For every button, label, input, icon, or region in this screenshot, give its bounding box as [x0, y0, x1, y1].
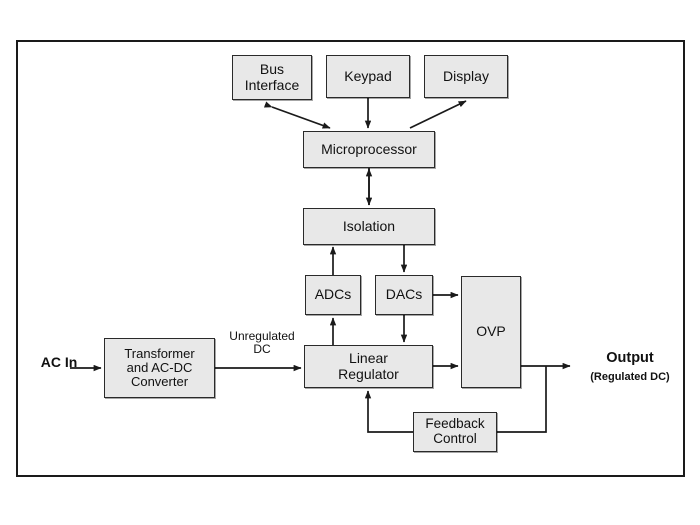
block-adcs[interactable]: ADCs	[305, 275, 361, 315]
block-display-label: Display	[443, 67, 489, 84]
block-linear-regulator-line1: Linear	[349, 350, 388, 367]
block-isolation-label: Isolation	[342, 217, 396, 234]
block-transformer-line1: Transformer	[124, 345, 195, 361]
label-output: Output	[606, 350, 654, 366]
block-isolation[interactable]: Isolation	[303, 208, 435, 245]
block-transformer-line2: and AC-DC	[126, 359, 193, 375]
label-ac-in: AC In	[40, 354, 78, 370]
wire-feedback-to-regulator	[364, 390, 413, 433]
block-transformer-converter[interactable]: Transformer and AC-DC Converter	[104, 338, 215, 398]
label-unregulated-dc-line1: Unregulated	[229, 329, 295, 343]
label-unregulated-dc-line2: DC	[253, 342, 271, 357]
wire-micro-to-display	[409, 100, 467, 129]
block-ovp-label: OVP	[476, 323, 506, 340]
block-linear-regulator-line2: Regulator	[338, 365, 399, 382]
block-microprocessor[interactable]: Microprocessor	[303, 131, 435, 168]
diagram-frame	[16, 40, 685, 477]
block-linear-regulator[interactable]: Linear Regulator	[304, 345, 433, 388]
block-display[interactable]: Display	[424, 55, 508, 98]
label-unregulated-dc: Unregulated DC	[218, 329, 306, 357]
block-feedback-line2: Control	[433, 431, 477, 446]
block-dacs[interactable]: DACs	[375, 275, 433, 315]
block-microprocessor-label: Microprocessor	[321, 140, 417, 157]
block-ovp[interactable]: OVP	[461, 276, 521, 388]
block-adcs-label: ADCs	[314, 286, 352, 303]
block-transformer-line3: Converter	[130, 374, 189, 390]
block-bus-interface[interactable]: Bus Interface	[232, 55, 312, 100]
block-bus-interface-line2: Interface	[244, 76, 300, 93]
block-feedback-control[interactable]: Feedback Control	[413, 412, 497, 452]
block-keypad-label: Keypad	[344, 67, 392, 84]
wire-bus-to-micro	[263, 101, 331, 129]
block-keypad[interactable]: Keypad	[326, 55, 410, 98]
wire-output-to-feedback	[497, 366, 547, 433]
label-output-sub: (Regulated DC)	[590, 371, 670, 383]
block-bus-interface-line1: Bus	[259, 61, 285, 78]
block-feedback-line1: Feedback	[425, 416, 485, 432]
block-dacs-label: DACs	[385, 286, 423, 303]
